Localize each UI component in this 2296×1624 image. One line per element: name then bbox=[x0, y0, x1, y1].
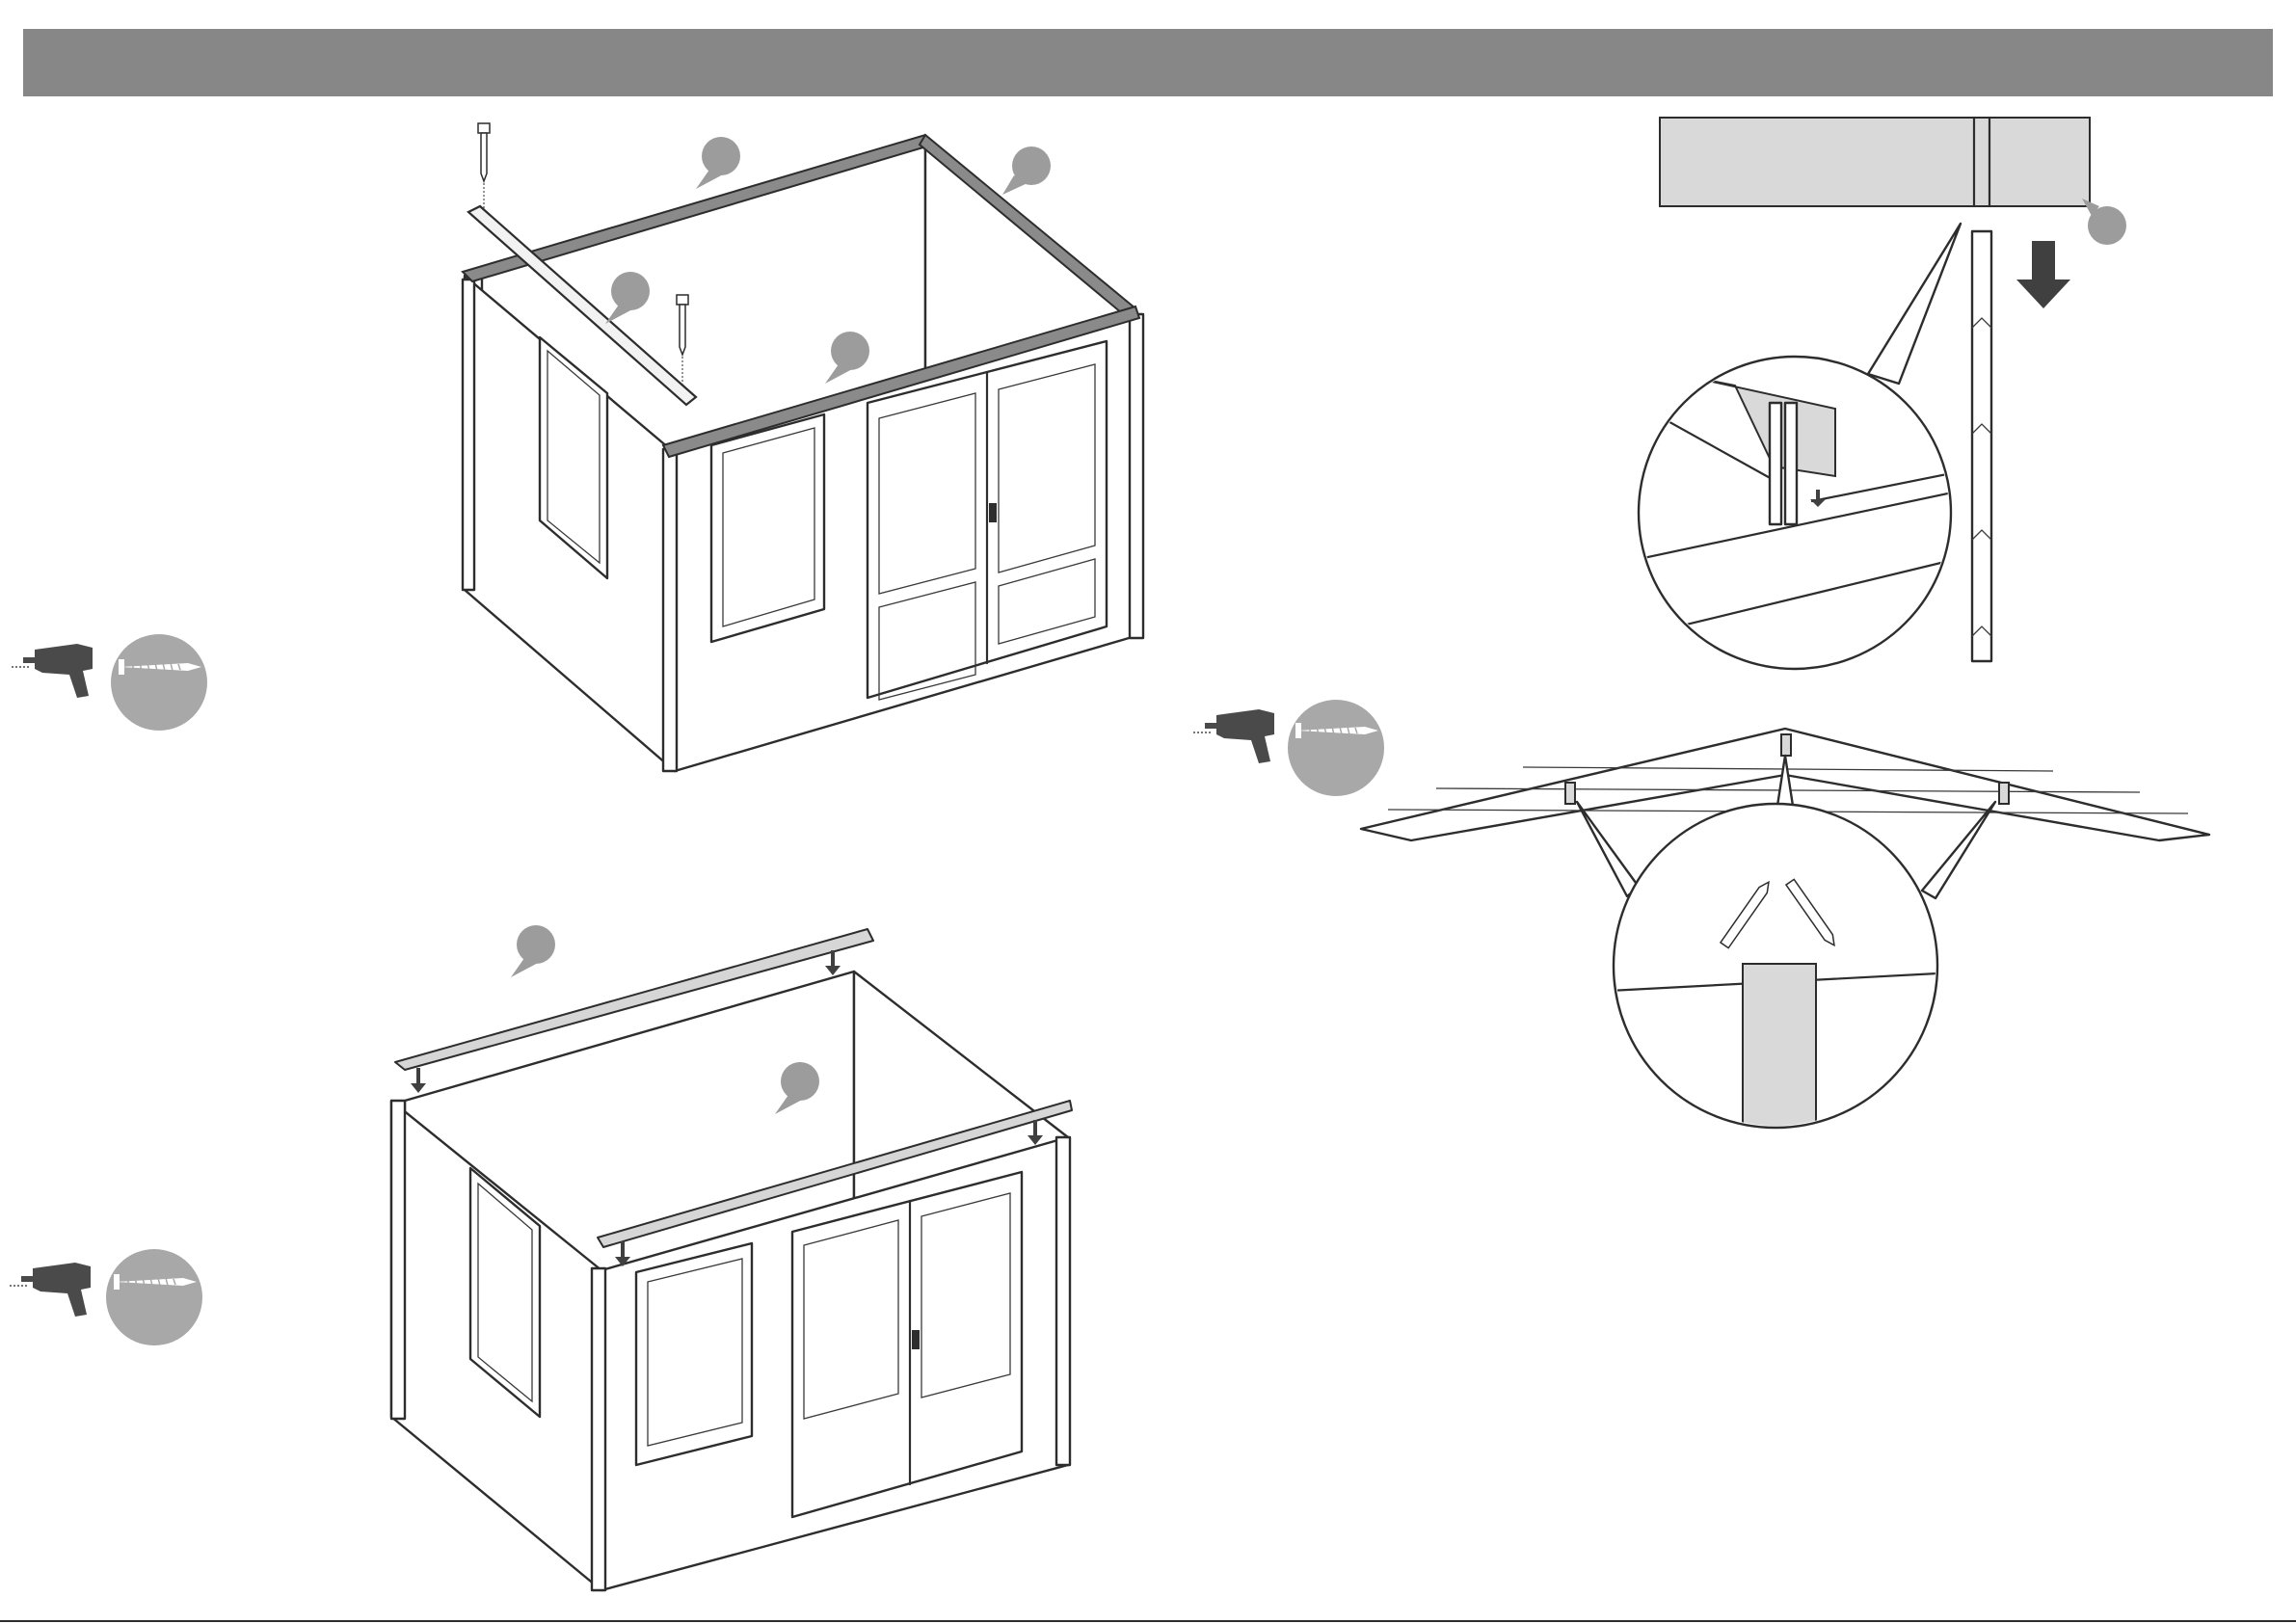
drill-icon bbox=[1193, 709, 1274, 763]
part-marker-icon bbox=[1002, 146, 1051, 195]
part-marker-icon bbox=[511, 925, 555, 977]
arrow-down-icon bbox=[2016, 241, 2070, 308]
beam-board bbox=[1660, 118, 2090, 206]
drill-icon bbox=[12, 644, 93, 698]
tool-circle bbox=[106, 1249, 202, 1345]
tool-circle bbox=[1288, 700, 1384, 796]
cabin-top bbox=[463, 123, 1143, 771]
arrow-down-icon bbox=[411, 1068, 426, 1093]
front-window-frame bbox=[711, 414, 824, 642]
door-handle bbox=[989, 503, 997, 522]
gable-post bbox=[1972, 231, 1991, 661]
gable-truss-detail bbox=[1361, 729, 2209, 1128]
corner-post-front bbox=[663, 449, 677, 771]
tool-group-2 bbox=[1193, 700, 1384, 796]
corner-post-left bbox=[463, 280, 474, 590]
drill-icon bbox=[10, 1263, 91, 1317]
corner-post-right bbox=[1130, 314, 1143, 638]
screw-top-1 bbox=[478, 123, 490, 208]
tool-circle bbox=[111, 634, 207, 731]
part-marker-icon bbox=[696, 137, 740, 189]
beam-slot-detail bbox=[1639, 118, 2126, 669]
tool-group-3 bbox=[10, 1249, 202, 1345]
cabin-bottom bbox=[391, 925, 1072, 1590]
tool-group-1 bbox=[12, 634, 207, 731]
